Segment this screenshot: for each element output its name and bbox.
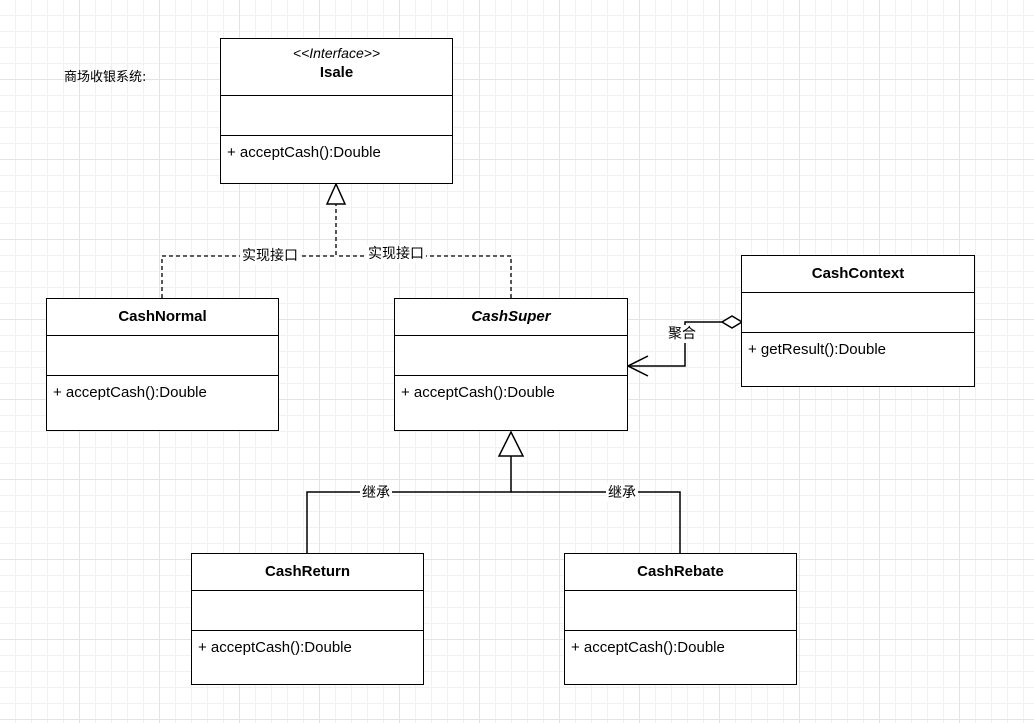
class-cashsuper-name: CashSuper xyxy=(395,299,627,336)
class-cashreturn-name: CashReturn xyxy=(192,554,423,591)
inheritance-label-cashreturn: 继承 xyxy=(360,484,392,502)
class-cashrebate-operation: + acceptCash():Double xyxy=(571,639,725,656)
class-cashrebate-attributes xyxy=(565,591,796,631)
aggregation-diamond xyxy=(720,315,744,329)
class-cashsuper[interactable]: CashSuper + acceptCash():Double xyxy=(394,298,628,431)
aggregation-arrowhead xyxy=(626,355,649,377)
class-cashcontext[interactable]: CashContext + getResult():Double xyxy=(741,255,975,387)
class-cashreturn-attributes xyxy=(192,591,423,631)
realization-edge-cashsuper[interactable] xyxy=(336,255,512,298)
class-cashreturn[interactable]: CashReturn + acceptCash():Double xyxy=(191,553,424,685)
class-cashnormal[interactable]: CashNormal + acceptCash():Double xyxy=(46,298,279,431)
class-cashnormal-operation: + acceptCash():Double xyxy=(53,384,207,401)
class-cashrebate[interactable]: CashRebate + acceptCash():Double xyxy=(564,553,797,685)
inheritance-edge-cashreturn[interactable] xyxy=(306,456,512,553)
aggregation-label: 聚合 xyxy=(666,325,698,343)
class-cashcontext-attributes xyxy=(742,293,974,333)
class-cashcontext-name: CashContext xyxy=(742,256,974,293)
inheritance-edge-cashrebate[interactable] xyxy=(511,491,681,553)
class-isale[interactable]: <<Interface>> Isale + acceptCash():Doubl… xyxy=(220,38,453,184)
interface-stereotype: <<Interface>> xyxy=(292,45,381,61)
class-cashrebate-name: CashRebate xyxy=(565,554,796,591)
class-isale-operation: + acceptCash():Double xyxy=(227,144,381,161)
page-caption: 商场收银系统: xyxy=(64,70,147,85)
realization-label-cashnormal: 实现接口 xyxy=(240,247,300,265)
inheritance-label-cashrebate: 继承 xyxy=(606,484,638,502)
class-cashreturn-operation: + acceptCash():Double xyxy=(198,639,352,656)
class-cashsuper-operation: + acceptCash():Double xyxy=(401,384,555,401)
inheritance-arrowhead xyxy=(497,430,525,457)
class-isale-header: <<Interface>> Isale xyxy=(221,39,452,96)
class-cashcontext-operation: + getResult():Double xyxy=(748,341,886,358)
class-cashnormal-attributes xyxy=(47,336,278,376)
class-cashsuper-attributes xyxy=(395,336,627,376)
class-cashnormal-name: CashNormal xyxy=(47,299,278,336)
class-isale-name: Isale xyxy=(319,64,354,81)
aggregation-edge[interactable] xyxy=(628,321,722,367)
realization-arrowhead xyxy=(325,182,347,205)
class-isale-attributes xyxy=(221,96,452,136)
realization-label-cashsuper: 实现接口 xyxy=(366,245,426,263)
